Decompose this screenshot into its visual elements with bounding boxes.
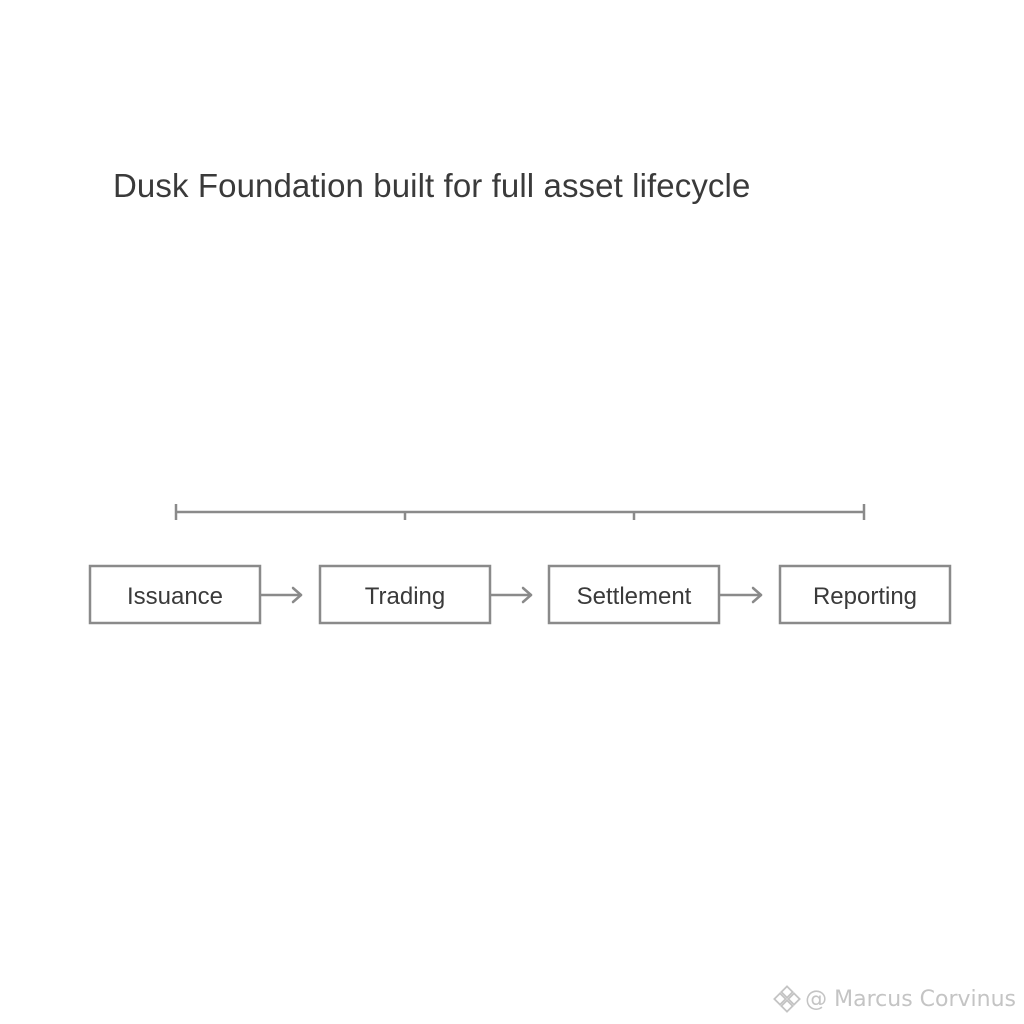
- stage-issuance: Issuance: [88, 564, 262, 625]
- stage-reporting: Reporting: [778, 564, 952, 625]
- stage-settlement: Settlement: [547, 564, 721, 625]
- watermark: @ Marcus Corvinus: [773, 984, 1016, 1014]
- stage-box: [778, 564, 952, 625]
- stage-box: [318, 564, 492, 625]
- stage-box: [88, 564, 262, 625]
- stage-label: Issuance: [127, 583, 223, 610]
- diagram-title: Dusk Foundation built for full asset lif…: [113, 167, 751, 204]
- stage-label: Reporting: [813, 583, 917, 610]
- stage-label: Trading: [365, 583, 445, 610]
- stage-trading: Trading: [318, 564, 492, 625]
- arrow-icon: [718, 586, 763, 604]
- arrow-icon: [489, 586, 533, 604]
- binance-logo-icon: [773, 985, 802, 1013]
- arrow-icon: [259, 586, 303, 604]
- watermark-text: @ Marcus Corvinus: [805, 986, 1016, 1012]
- stage-label: Settlement: [577, 583, 692, 610]
